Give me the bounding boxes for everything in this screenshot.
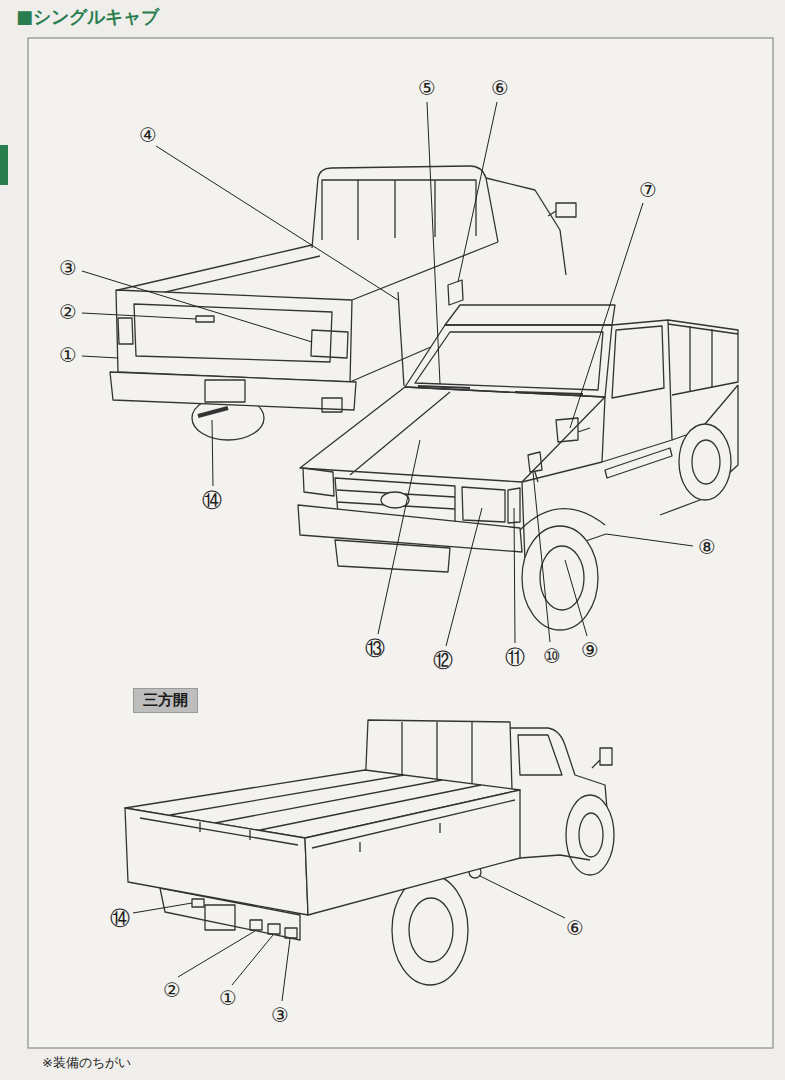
label-text: ⑬ <box>365 636 385 660</box>
label-text: ⑨ <box>581 638 599 662</box>
label-text: ⑥ <box>566 916 584 940</box>
callout-number: ⑭ <box>201 489 223 511</box>
callout-number: ③ <box>270 1004 290 1026</box>
callout-number: ⑥ <box>565 917 585 939</box>
label-text: ③ <box>271 1003 289 1027</box>
label-text: ④ <box>139 123 157 147</box>
label-text: ⑭ <box>202 488 222 512</box>
page-heading: ■シングルキャブ <box>16 5 159 29</box>
label-text: ⑧ <box>698 535 716 559</box>
callout-number: ② <box>58 301 78 323</box>
label-text: ⑫ <box>433 648 453 672</box>
label-text: ② <box>163 978 181 1002</box>
label-text: ⑩ <box>543 644 561 668</box>
leader-lines <box>82 102 693 1001</box>
callout-number: ① <box>218 987 238 1009</box>
callout-number: ④ <box>138 124 158 146</box>
callout-number: ⑫ <box>432 649 454 671</box>
label-text: ⑪ <box>505 645 525 669</box>
callout-number: ① <box>58 344 78 366</box>
section-tag: 三方開 <box>133 688 198 713</box>
label-text: ⑭ <box>110 906 130 930</box>
label-text: ① <box>59 343 77 367</box>
tag-text: 三方開 <box>143 691 188 710</box>
callout-number: ⑬ <box>364 637 386 659</box>
label-text: ⑥ <box>491 76 509 100</box>
callout-number: ⑩ <box>542 645 562 667</box>
footnote: ※装備のちがい <box>42 1055 131 1071</box>
label-text: ⑤ <box>418 76 436 100</box>
label-text: ※装備のちがい <box>42 1055 131 1070</box>
callout-number: ⑤ <box>417 77 437 99</box>
callout-number: ⑧ <box>697 536 717 558</box>
callout-number: ⑪ <box>504 646 526 668</box>
callout-number: ⑨ <box>580 639 600 661</box>
callout-number: ⑦ <box>638 179 658 201</box>
label-text: ② <box>59 300 77 324</box>
label-text: ③ <box>59 256 77 280</box>
callout-number: ⑥ <box>490 77 510 99</box>
label-text: ⑦ <box>639 178 657 202</box>
callout-number: ② <box>162 979 182 1001</box>
callout-number: ③ <box>58 257 78 279</box>
callout-number: ⑭ <box>109 907 131 929</box>
label-text: ① <box>219 986 237 1010</box>
